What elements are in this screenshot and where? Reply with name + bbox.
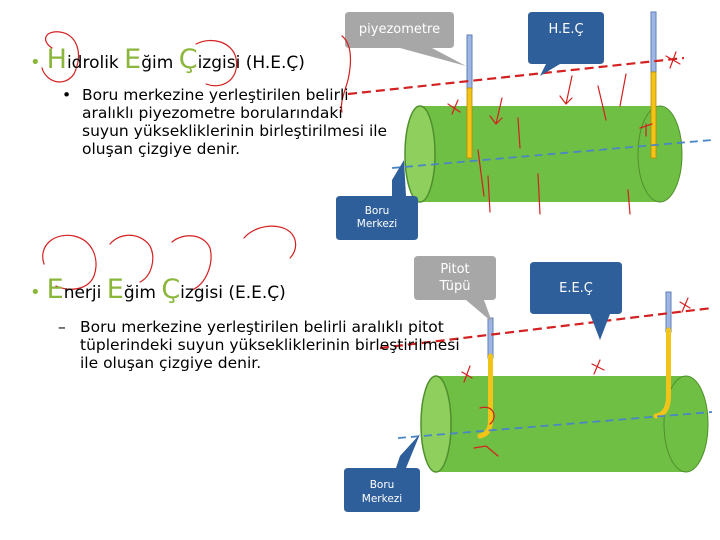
hec-line-4: oluşan çizgiye denir. (82, 140, 241, 158)
boru-merkezi-1-line-1: Boru (364, 205, 390, 217)
ink-arrow-3 (559, 75, 573, 105)
hec-line-1: Boru merkezine yerleştirilen belirli (82, 86, 349, 104)
piezometer-tubes (466, 11, 657, 159)
yellow-tube-2 (650, 71, 657, 159)
pipe-1-end-left (404, 105, 436, 203)
pitot-tube-2 (653, 327, 671, 419)
heading-eec-cap-1: E (46, 274, 64, 305)
glass-tube-4 (665, 291, 672, 333)
heading-hec-cap-2: E (124, 44, 142, 75)
boru-merkezi-2-line-1: Boru (369, 479, 395, 491)
heading-hec-cap-3: Ç (178, 44, 198, 75)
heading-hec-text-1: idrolik (66, 53, 125, 73)
center-line-1 (391, 139, 713, 169)
center-line-2 (397, 411, 713, 439)
ink-loop (479, 406, 495, 425)
ink-circle-cz (171, 235, 212, 291)
eec-line-2: tüplerindeki suyun yüksekliklerinin birl… (80, 336, 460, 354)
hec-callout-shape (528, 12, 604, 76)
ink-arrow-4 (597, 85, 607, 121)
heading-eec-text-2: ğim (123, 283, 162, 303)
boru-merkezi-callout-1-shape (336, 160, 418, 240)
heading-hec-text-2: ğim (141, 53, 179, 73)
piyezometre-callout-label: piyezometre (358, 22, 441, 37)
pipe-2-end-left (420, 375, 452, 473)
ink-bracket-1 (639, 123, 653, 137)
eec-definition-dash: – (58, 318, 66, 336)
boru-merkezi-callout-2-label: Boru Merkezi (344, 478, 420, 506)
eec-definition: – Boru merkezine yerleştirilen belirli a… (58, 318, 460, 372)
hec-definition: • Boru merkezine yerleştirilen belirli a… (62, 86, 387, 158)
eec-definition-lines: Boru merkezine yerleştirilen belirli ara… (80, 318, 460, 372)
ink-circle-eg (109, 234, 154, 283)
heading-eec-text-3: izgisi (E.E.Ç) (180, 283, 286, 303)
ink-circle-en (42, 234, 97, 290)
pitot-line-2: Tüpü (439, 279, 471, 294)
eec-callout-shape (530, 262, 622, 340)
heading-eec-bullet: • (30, 282, 41, 303)
eec-line-3: ile oluşan çizgiye denir. (80, 354, 262, 372)
ink-arrow-8 (537, 173, 541, 215)
glass-tube-3 (487, 317, 494, 359)
heading-eec: •Enerji Eğim Çizgisi (E.E.Ç) (30, 274, 286, 305)
heading-hec-bullet: • (30, 52, 41, 73)
ink-hook-2 (473, 445, 499, 457)
pipe-1-end-right (637, 105, 683, 203)
ink-x-5 (679, 297, 691, 313)
pitot-callout-label: Pitot Tüpü (414, 261, 496, 295)
hydraulic-grade-line (347, 56, 685, 96)
pitot-callout-shape (414, 256, 496, 322)
heading-eec-cap-2: E (106, 274, 124, 305)
ink-hook-1 (243, 225, 297, 259)
ink-x-2 (665, 51, 681, 69)
hec-definition-bullet: • (62, 86, 72, 104)
pipe-1 (404, 105, 683, 203)
pitot-tube-1 (477, 353, 493, 439)
hec-callout-label: H.E.Ç (548, 22, 584, 37)
hec-line-3: suyun yüksekliklerinin birleştirilmesi i… (82, 122, 388, 140)
boru-merkezi-2-line-2: Merkezi (361, 493, 403, 505)
ink-arrow-1 (489, 97, 503, 125)
boru-merkezi-callout-1-label: Boru Merkezi (336, 205, 418, 231)
hec-line-2: aralıklı piyezometre borularındaki (82, 104, 343, 122)
pitot-line-1: Pitot (440, 262, 470, 277)
eec-line-1: Boru merkezine yerleştirilen belirli ara… (80, 318, 444, 336)
ink-circle-c (195, 39, 238, 87)
ink-arrow-6 (477, 149, 485, 197)
hec-definition-lines: Boru merkezine yerleştirilen belirli ara… (82, 86, 387, 158)
boru-merkezi-callout-2-shape (344, 434, 420, 512)
ink-x-3 (461, 365, 473, 383)
heading-hec: •Hidrolik Eğim Çizgisi (H.E.Ç) (30, 44, 305, 75)
boru-merkezi-1-line-2: Merkezi (356, 218, 398, 230)
pipe-1-body (420, 106, 660, 202)
glass-tube-2 (650, 11, 657, 73)
heading-hec-text-3: izgisi (H.E.Ç) (197, 53, 305, 73)
heading-eec-text-1: nerji (63, 283, 107, 303)
ink-arrow-2 (517, 117, 521, 149)
ink-circle-h (41, 31, 79, 83)
ink-circle-e (340, 35, 352, 113)
pipe-2-end-right (663, 375, 709, 473)
eec-callout-label: E.E.Ç (559, 281, 593, 296)
ink-arrow-9 (627, 189, 631, 215)
pipe-2 (420, 375, 709, 473)
piyezometre-callout-shape (345, 12, 466, 66)
ink-arrow-5 (619, 73, 627, 107)
ink-x-1 (447, 99, 461, 115)
heading-hec-cap-1: H (46, 44, 67, 75)
heading-eec-cap-3: Ç (161, 274, 181, 305)
ink-x-4 (591, 359, 605, 375)
ink-annotations (41, 31, 691, 457)
yellow-tube-1 (466, 87, 473, 159)
ink-arrow-7 (487, 175, 491, 213)
